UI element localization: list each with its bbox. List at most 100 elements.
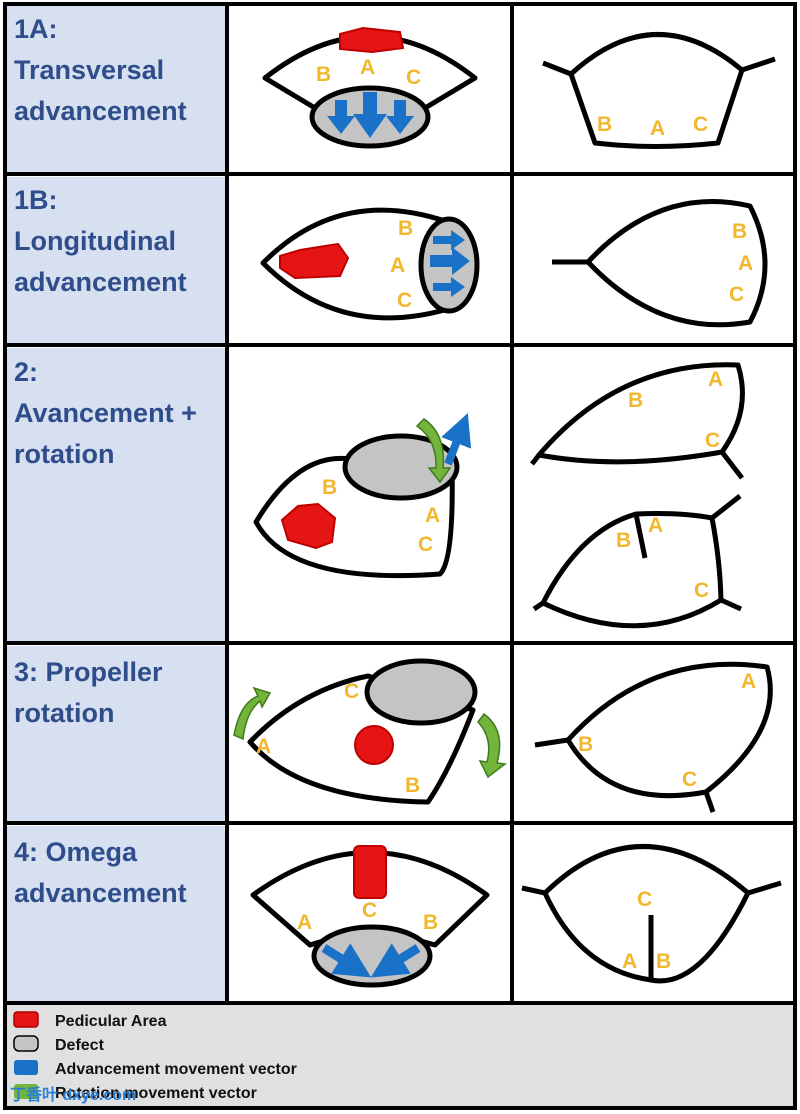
point-label-b: B [405,774,420,797]
row-label-bg-4 [7,826,225,1001]
flap-outline [540,511,724,629]
point-label-a: A [622,950,637,973]
row-title-line: Transversal [14,55,164,85]
point-label-a: A [256,735,271,758]
suture-line [542,60,572,77]
legend-label-advancement: Advancement movement vector [55,1061,297,1078]
suture-line [719,597,743,612]
legend-swatch-advancement [14,1060,38,1075]
legend-swatch-rotation [14,1084,38,1099]
point-label-b: B [628,389,643,412]
row-title-1a: 1A: Transversal advancement [14,14,187,126]
point-label-c: C [729,283,744,306]
point-label-b: B [656,950,671,973]
row-label-bg-2 [7,348,225,641]
flap-outline [542,844,751,984]
suture-line [534,737,569,748]
pedicle-shape [339,26,405,54]
suture-line [703,791,716,813]
point-label-c: C [406,66,421,89]
diagram-2-after-upper: B A C [530,362,745,480]
point-label-b: B [597,113,612,136]
suture-line [530,453,541,466]
legend: Pedicular Area Defect Advancement moveme… [7,1005,793,1106]
advancement-vector [327,92,414,138]
point-label-c: C [637,888,652,911]
diagram-3-before: A C B [233,658,507,805]
suture-line [710,494,742,520]
pedicle-shape [354,725,394,765]
diagram-1a-before: B A C [262,26,478,149]
row-title-line: rotation [14,439,115,469]
pedicle-shape [279,242,350,280]
point-label-c: C [682,768,697,791]
point-label-a: A [738,252,753,275]
point-label-a: A [425,504,440,527]
row-label-column [7,6,225,1001]
pedicle-shape [280,502,337,550]
legend-swatch-pedicle [13,1011,39,1028]
suture-line [521,885,546,896]
point-label-c: C [693,113,708,136]
advancement-vector [430,230,470,297]
point-label-a: A [650,117,665,140]
row-title-line: 2: [14,357,38,387]
point-label-c: C [705,429,720,452]
defect-shape [364,658,478,726]
point-label-a: A [297,911,312,934]
row-label-bg-1a [7,6,225,172]
flap-outline [568,32,745,149]
point-label-b: B [316,63,331,86]
point-label-a: A [741,670,756,693]
row-title-line: advancement [14,96,187,126]
point-label-c: C [397,289,412,312]
point-label-a: A [390,254,405,277]
diagram-1b-after: B A C [552,199,768,328]
row-title-line: 1A: [14,14,58,44]
diagram-3-after: A B C [534,661,773,813]
pedicle-shape [353,845,387,899]
flap-outline [536,362,745,465]
row-title-line: advancement [14,267,187,297]
row-title-line: rotation [14,698,115,728]
point-label-b: B [398,217,413,240]
row-title-line: 4: Omega [14,837,138,867]
row-title-3: 3: Propeller rotation [14,657,163,728]
diagram-4-after: C A B [521,844,782,984]
legend-label-pedicle: Pedicular Area [55,1013,167,1030]
row-label-bg-1b [7,177,225,343]
row-title-line: Avancement + [14,398,197,428]
watermark: 丁香叶 dxye.com [10,1086,136,1104]
rotation-vector [477,712,507,779]
advancement-vector [441,413,472,466]
suture-line [532,600,545,612]
row-title-4: 4: Omega advancement [14,837,187,908]
point-label-b: B [423,911,438,934]
rotation-vector [415,418,452,484]
row-title-line: 3: Propeller [14,657,163,687]
point-label-a: A [708,368,723,391]
legend-bg [7,1005,793,1106]
legend-swatch-defect [13,1035,39,1052]
rotation-vector [233,686,272,741]
point-label-b: B [578,733,593,756]
flap-outline [565,661,773,799]
row-title-2: 2: Avancement + rotation [14,357,197,469]
table-grid [3,2,797,1110]
point-label-c: C [694,579,709,602]
diagram-2-after-lower: B A C [532,494,743,629]
point-label-b: B [732,220,747,243]
diagram-4-before: A C B [250,845,490,988]
diagram-2-before: B A C [253,413,472,579]
diagram-1b-before: B A C [260,207,480,321]
suture-line [633,513,648,559]
diagram-1a-after: B A C [542,32,776,149]
suture-line [741,56,776,73]
row-title-line: Longitudinal [14,226,176,256]
point-label-a: A [360,56,375,79]
flap-outline [585,199,768,328]
row-title-line: 1B: [14,185,58,215]
defect-shape [342,433,460,501]
advancement-vector [321,943,421,978]
